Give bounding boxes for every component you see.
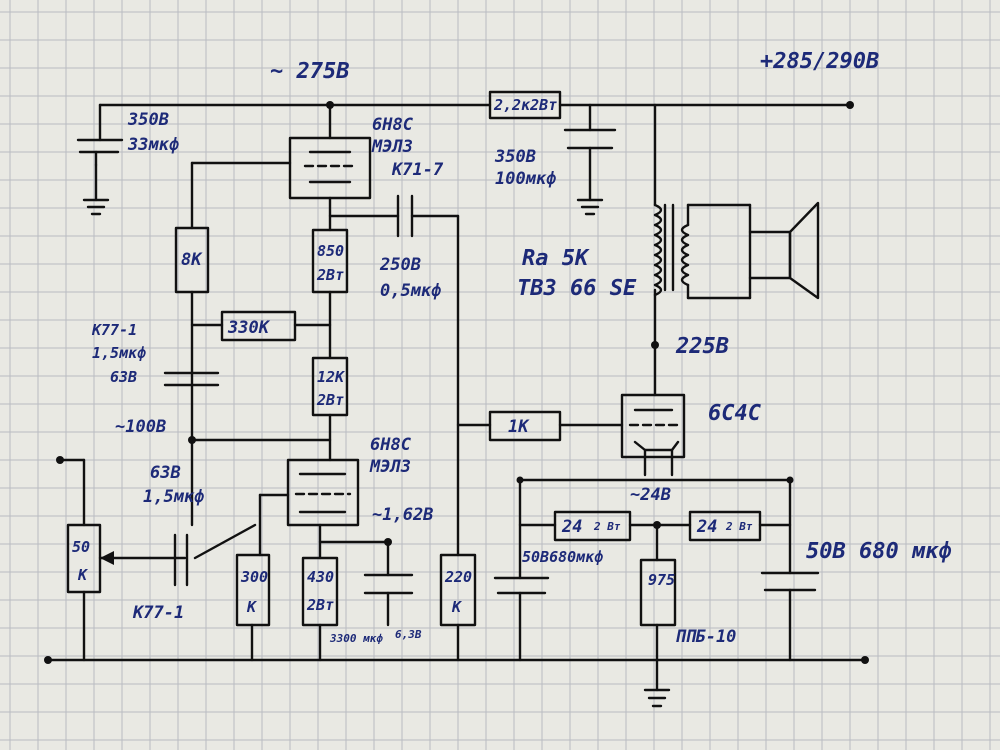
ground-symbol-left bbox=[82, 198, 110, 216]
volume-potentiometer-50k bbox=[66, 523, 114, 594]
resistor-24-right bbox=[688, 510, 762, 542]
input-cap-k77-1 bbox=[173, 533, 189, 587]
resistor-430 bbox=[301, 556, 339, 627]
tube-6n8s-upper bbox=[288, 136, 372, 200]
label-r-24-left-power: 2 Вт bbox=[593, 520, 621, 533]
cathode-cap-680uf-left bbox=[493, 576, 550, 595]
label-tube3-type: 6С4С bbox=[708, 401, 762, 426]
speaker-icon bbox=[748, 201, 820, 300]
label-pot-unit: К bbox=[77, 566, 89, 584]
label-node-225: 225В bbox=[675, 334, 729, 359]
label-r-430-value: 430 bbox=[307, 568, 334, 586]
label-pot-value: 50 bbox=[72, 538, 90, 556]
resistor-300k bbox=[235, 553, 271, 627]
label-r-24-right-power: 2 Вт bbox=[725, 520, 753, 533]
resistor-24-left bbox=[553, 510, 632, 542]
resistor-1k-grid-stopper bbox=[488, 410, 562, 442]
ground-symbol-top bbox=[576, 198, 604, 216]
label-r-975: 975 bbox=[648, 571, 675, 589]
label-supply-main: +285/290В bbox=[760, 49, 879, 74]
label-r-300k-unit: К bbox=[246, 598, 258, 616]
resistor-2-2k bbox=[488, 90, 562, 120]
label-r-975-type: ППБ-10 bbox=[675, 627, 736, 647]
cathode-cap-680uf-right bbox=[760, 571, 820, 592]
label-cap1-capacitance: 33мкф bbox=[127, 135, 179, 155]
label-cath-cap-voltage: 6,3В bbox=[395, 628, 422, 641]
resistor-220k bbox=[439, 553, 477, 627]
label-cap-680-right: 50В 680 мкф bbox=[806, 539, 952, 564]
label-ra: Ra 5K bbox=[522, 246, 590, 271]
label-r-12k-power: 2Вт bbox=[316, 391, 344, 409]
label-tube2-type: 6Н8С bbox=[370, 435, 412, 455]
label-film-cap-type: К77-1 bbox=[91, 321, 137, 339]
label-transformer: ТВЗ 66 SE bbox=[517, 276, 637, 301]
label-coupling-cap-capacitance: 0,5мкф bbox=[380, 281, 441, 301]
label-r-8k: 8К bbox=[181, 250, 203, 270]
label-r-430-power: 2Вт bbox=[306, 596, 334, 614]
label-r-12k-value: 12К bbox=[317, 368, 346, 386]
label-node-1-62: ~1,62В bbox=[372, 505, 433, 525]
label-tube1-type: 6Н8С bbox=[372, 115, 414, 135]
label-r-24-right: 24 bbox=[696, 517, 717, 537]
label-node-24: ~24В bbox=[630, 485, 671, 505]
coupling-cap-0-5uf bbox=[396, 194, 414, 238]
tube-6n8s-lower bbox=[286, 458, 360, 527]
cathode-cap-3300uf bbox=[363, 573, 414, 595]
label-tube1-mfr: МЭЛЗ bbox=[371, 137, 413, 157]
resistor-330k bbox=[220, 310, 297, 342]
filter-cap-100uf bbox=[563, 128, 617, 150]
label-cap-680-left: 50В680мкф bbox=[522, 548, 603, 566]
label-film-cap-capacitance: 1,5мкф bbox=[92, 344, 146, 362]
label-cap2-capacitance: 100мкф bbox=[495, 169, 556, 189]
label-r-1k-grid: 1К bbox=[508, 417, 530, 437]
tube-6s4s bbox=[620, 393, 686, 459]
resistor-8k bbox=[174, 226, 210, 294]
film-cap-k77-1 bbox=[163, 371, 220, 387]
output-transformer bbox=[653, 203, 752, 300]
label-r-300k-value: 300 bbox=[240, 568, 268, 586]
label-r-220k-unit: К bbox=[451, 598, 463, 616]
resistor-12k bbox=[311, 356, 349, 417]
label-r-2-2k: 2,2к2Вт bbox=[493, 96, 557, 114]
label-cap2-voltage: 350В bbox=[494, 147, 536, 167]
label-supply-tube: ~ 275В bbox=[270, 59, 349, 84]
label-tube2-mfr: МЭЛЗ bbox=[369, 457, 411, 477]
label-r-220k-value: 220 bbox=[444, 568, 472, 586]
ground-symbol-bottom bbox=[643, 688, 671, 708]
label-coupling-cap-type: К71-7 bbox=[391, 160, 444, 180]
label-r-850-power: 2Вт bbox=[316, 266, 344, 284]
label-coupling-cap-voltage: 250В bbox=[379, 255, 421, 275]
label-in-cap-capacitance: 1,5мкф bbox=[143, 487, 204, 507]
filter-cap-33uf bbox=[76, 138, 124, 167]
label-in-cap-voltage: 63В bbox=[150, 463, 181, 483]
label-r-24-left: 24 bbox=[561, 517, 582, 537]
label-cap1-voltage: 350В bbox=[127, 110, 169, 130]
resistor-850 bbox=[311, 228, 349, 294]
resistor-975-ppb10 bbox=[639, 558, 677, 627]
label-cath-cap-capacitance: 3300 мкф bbox=[329, 632, 383, 645]
label-node-100: ~100В bbox=[115, 417, 166, 437]
label-film-cap-voltage: 63В bbox=[110, 368, 137, 386]
junction-dots bbox=[44, 101, 869, 664]
labels: +285/290В ~ 275В 350В 33мкф 2,2к2Вт 6Н8С… bbox=[72, 49, 952, 647]
label-in-cap-type: К77-1 bbox=[132, 603, 184, 623]
label-r-330k: 330К bbox=[227, 318, 271, 338]
label-r-850-value: 850 bbox=[317, 242, 344, 260]
